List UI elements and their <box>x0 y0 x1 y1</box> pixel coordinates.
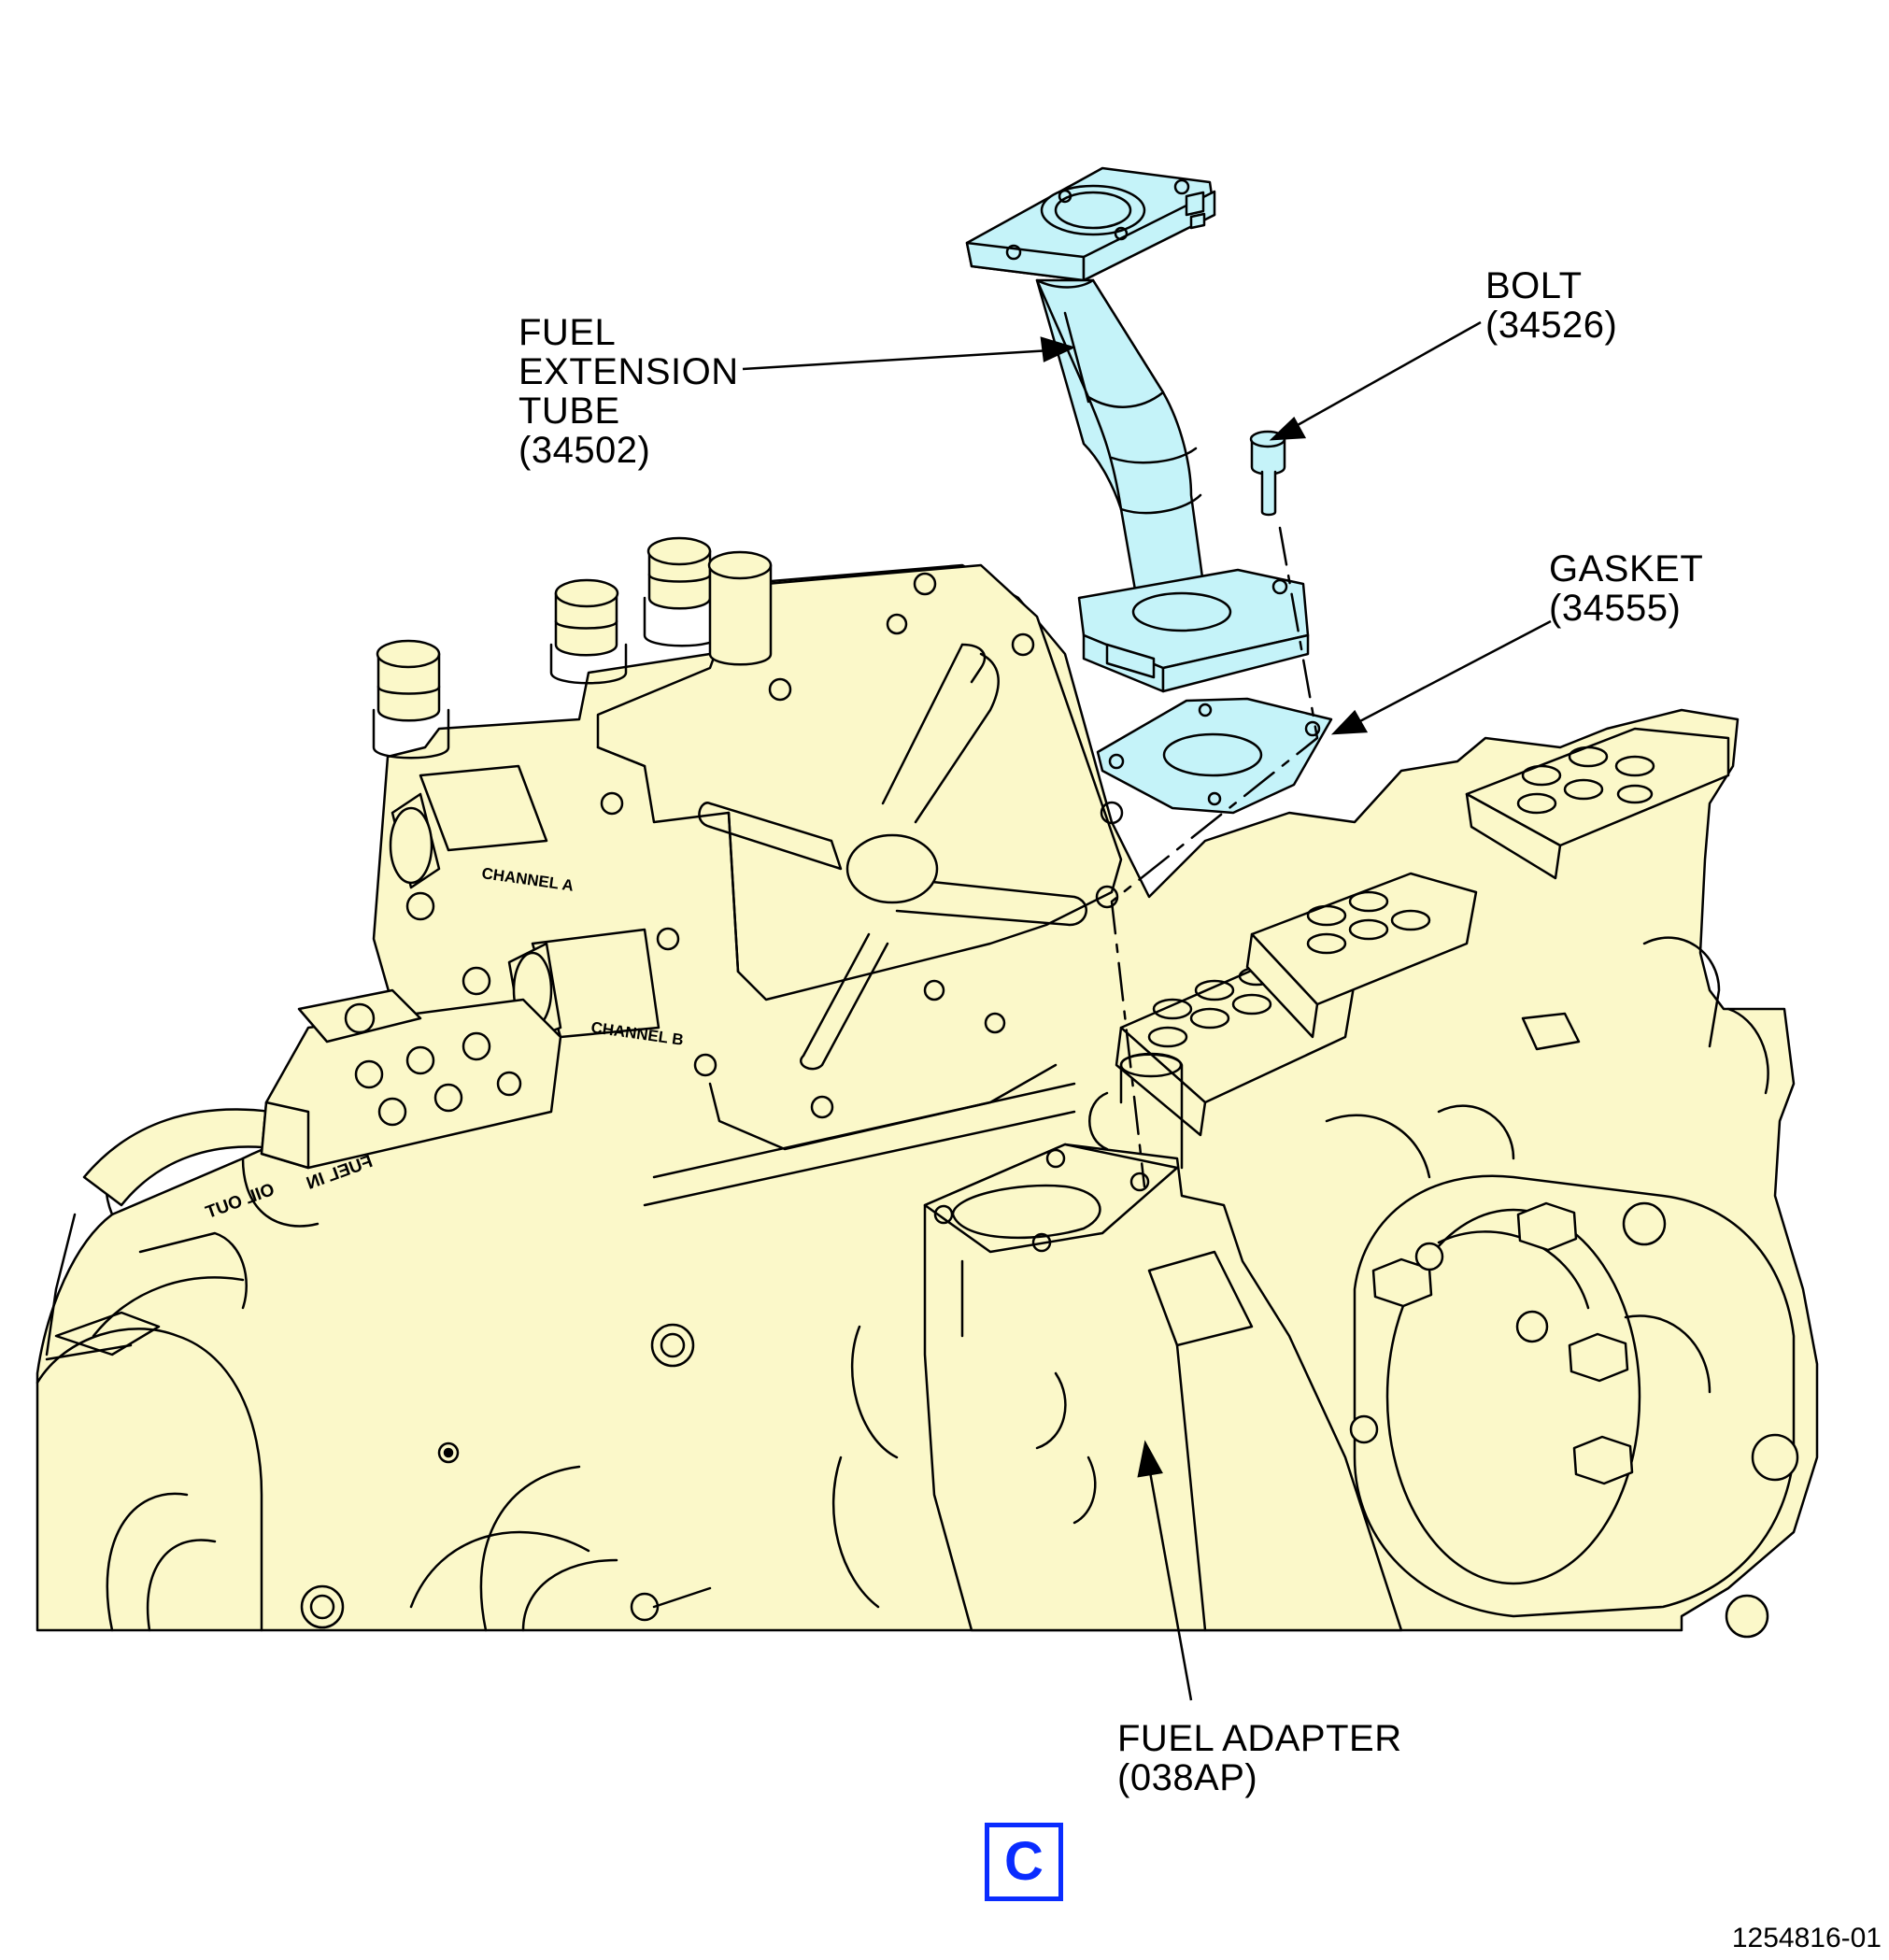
alignment-phantom-line <box>1110 526 1319 1188</box>
callout-line: EXTENSION <box>518 351 739 392</box>
callout-part-number: (34526) <box>1485 305 1618 346</box>
figure-id: 1254816-01 <box>1731 1923 1882 1953</box>
callout-part-number: (34502) <box>518 430 651 471</box>
callout-line: FUEL ADAPTER <box>1117 1718 1402 1759</box>
upper-fittings <box>372 536 773 1044</box>
callout-line: TUBE <box>518 391 620 432</box>
callout-part-number: (038AP) <box>1117 1757 1258 1798</box>
control-housing <box>596 563 1124 1207</box>
fuel-adapter-callout: FUEL ADAPTER (038AP) <box>1117 1719 1402 1797</box>
fuel-in-oil-out-flange <box>260 988 562 1170</box>
fuel-extension-tube-part <box>965 166 1310 693</box>
view-label-box: C <box>985 1823 1063 1901</box>
callout-line: GASKET <box>1549 548 1704 589</box>
gasket-part <box>1096 697 1333 815</box>
right-pump-assembly <box>1115 727 1799 1639</box>
gasket-callout: GASKET (34555) <box>1549 549 1703 628</box>
fuel-adapter-block <box>831 1052 1403 1632</box>
callout-part-number: (34555) <box>1549 588 1682 629</box>
fuel-extension-tube-callout: FUEL EXTENSION TUBE (34502) <box>518 313 739 470</box>
callout-line: BOLT <box>1485 265 1583 306</box>
leader-lines <box>742 320 1552 1701</box>
view-label-letter: C <box>1004 1831 1044 1892</box>
bolt-callout: BOLT (34526) <box>1485 266 1617 345</box>
callout-line: FUEL <box>518 312 617 353</box>
bolt-part <box>1249 430 1286 517</box>
